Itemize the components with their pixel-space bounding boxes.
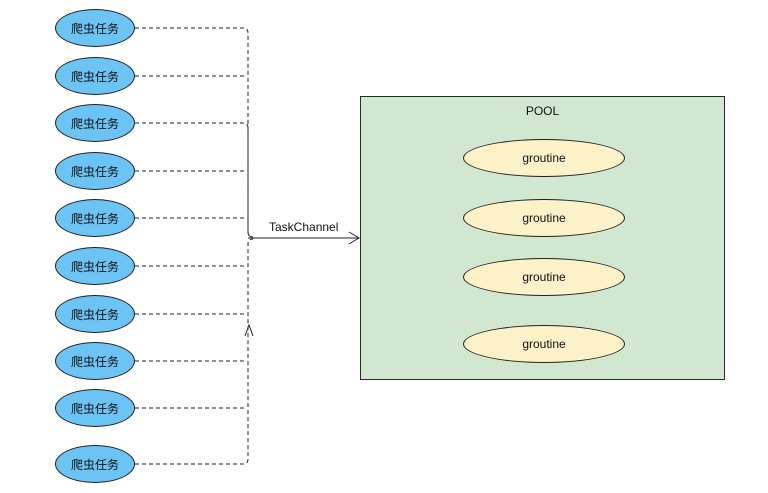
task-label: 爬虫任务 [70,259,119,274]
task-label: 爬虫任务 [70,164,119,179]
worker-node: groutine [463,199,625,237]
task-node: 爬虫任务 [55,104,135,142]
task-label: 爬虫任务 [70,116,119,131]
task-node: 爬虫任务 [55,199,135,237]
worker-label: groutine [522,211,566,225]
worker-label: groutine [522,151,566,165]
merge-arrowhead [244,323,254,337]
task-node: 爬虫任务 [55,445,135,483]
task-connector [135,238,254,465]
task-node: 爬虫任务 [55,342,135,380]
task-connector [135,27,254,238]
task-node: 爬虫任务 [55,9,135,47]
task-label: 爬虫任务 [70,211,119,226]
task-label: 爬虫任务 [70,401,119,416]
task-node: 爬虫任务 [55,247,135,285]
worker-node: groutine [463,325,625,363]
task-node: 爬虫任务 [55,389,135,427]
task-label: 爬虫任务 [70,69,119,84]
task-label: 爬虫任务 [70,354,119,369]
worker-label: groutine [522,270,566,284]
task-node: 爬虫任务 [55,295,135,333]
task-label: 爬虫任务 [70,21,119,36]
pool-container: POOL groutine groutine groutine groutine [360,96,725,380]
worker-label: groutine [522,337,566,351]
task-node: 爬虫任务 [55,57,135,95]
worker-node: groutine [463,258,625,296]
task-label: 爬虫任务 [70,307,119,322]
channel-label: TaskChannel [269,220,339,234]
worker-node: groutine [463,139,625,177]
channel-arrowhead [348,231,360,245]
pool-title: POOL [525,104,560,118]
task-label: 爬虫任务 [70,457,119,472]
task-connector [135,122,254,238]
task-node: 爬虫任务 [55,152,135,190]
